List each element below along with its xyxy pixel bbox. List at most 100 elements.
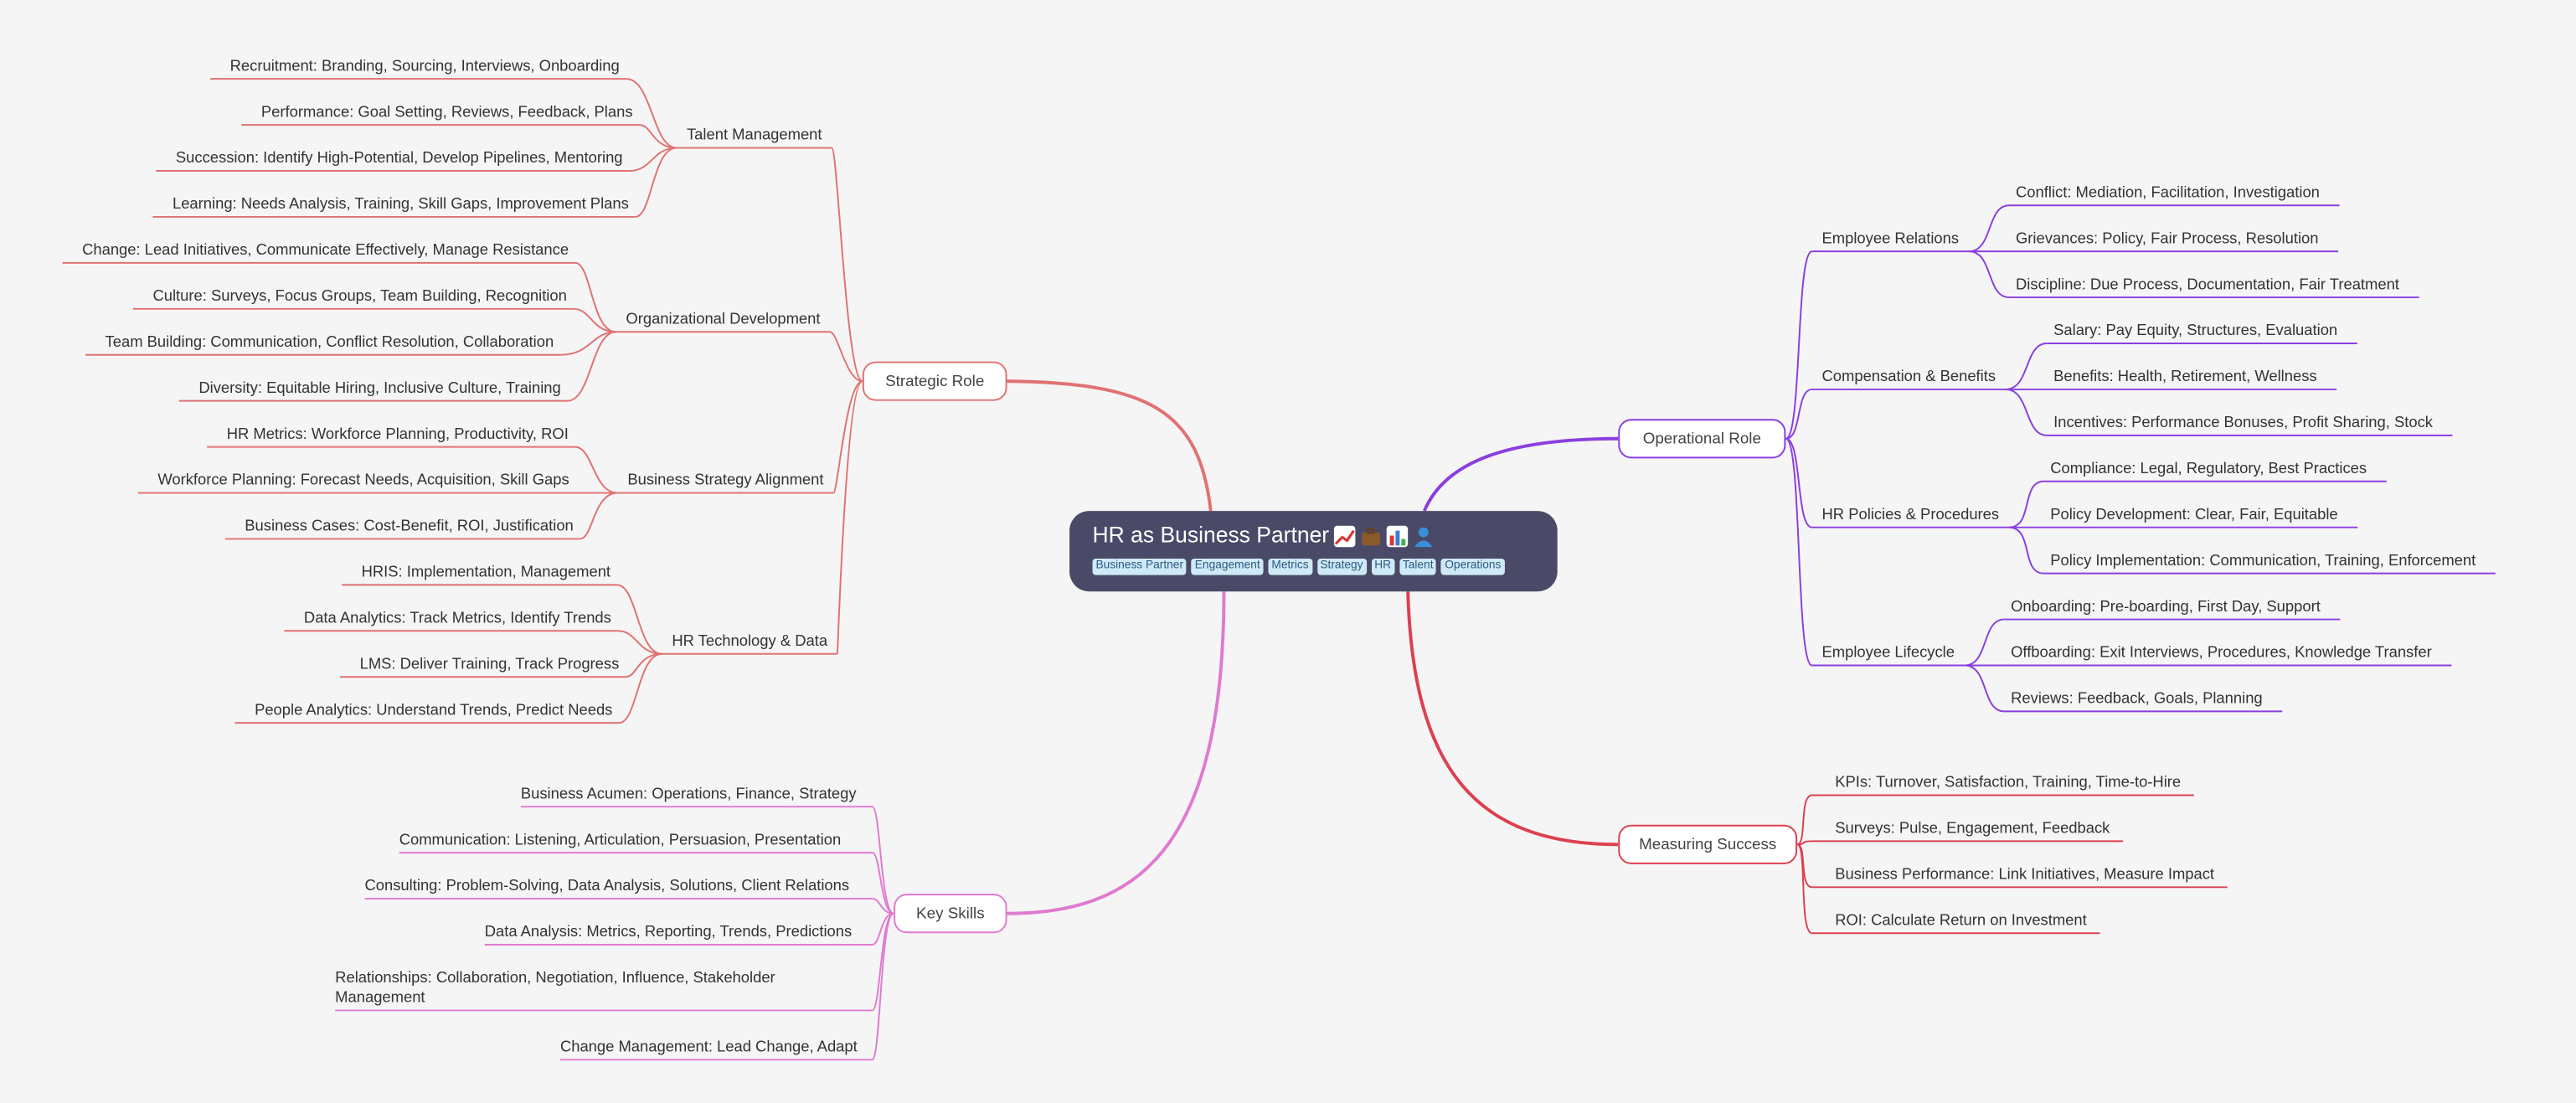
leaf-diversity[interactable]: Diversity: Equitable Hiring, Inclusive C… [198, 378, 561, 396]
subnode-talent-management-link [831, 147, 863, 383]
leaf-roi[interactable]: ROI: Calculate Return on Investment [1835, 910, 2087, 929]
briefcase-icon [1360, 525, 1382, 547]
node-label: Strategic Role [885, 372, 985, 390]
leaf-learning[interactable]: Learning: Needs Analysis, Training, Skil… [172, 193, 629, 213]
leaf-business-performance[interactable]: Business Performance: Link Initiatives, … [1835, 863, 2215, 883]
subnode-talent-management[interactable]: Talent Management [686, 125, 822, 143]
leaf-business-acumen[interactable]: Business Acumen: Operations, Finance, St… [520, 783, 857, 802]
leaf-business-cases[interactable]: Business Cases: Cost-Benefit, ROI, Justi… [245, 515, 574, 534]
subnode-organizational-development[interactable]: Organizational Development [626, 308, 821, 327]
leaf-consulting[interactable]: Consulting: Problem-Solving, Data Analys… [364, 875, 850, 894]
leaf-succession[interactable]: Succession: Identify High-Potential, Dev… [175, 147, 623, 167]
root-title: HR as Business Partner [1092, 522, 1330, 548]
subnode-compensation-benefits[interactable]: Compensation & Benefits [1821, 366, 1996, 385]
leaf-kpis-link [1796, 794, 1813, 846]
leaf-change-management[interactable]: Change Management: Lead Change, Adapt [559, 1036, 858, 1055]
leaf-lms[interactable]: LMS: Deliver Training, Track Progress [359, 653, 620, 673]
tag-talent[interactable]: Talent [1399, 558, 1437, 575]
leaf-onboarding[interactable]: Onboarding: Pre-boarding, First Day, Sup… [2011, 596, 2321, 615]
leaf-workforce-planning[interactable]: Workforce Planning: Forecast Needs, Acqu… [157, 470, 569, 488]
connector-strategic [1007, 379, 1213, 512]
subnode-hr-policies[interactable]: HR Policies & Procedures [1821, 504, 2000, 523]
tag-strategy[interactable]: Strategy [1316, 558, 1367, 575]
subnode-business-strategy-alignment[interactable]: Business Strategy Alignment [627, 470, 824, 488]
leaf-change[interactable]: Change: Lead Initiatives, Communicate Ef… [82, 240, 569, 258]
leaf-diversity-link [567, 331, 616, 402]
tag-hr[interactable]: HR [1371, 558, 1395, 575]
leaf-policy-implementation-link [2008, 526, 2044, 575]
leaf-reviews[interactable]: Reviews: Feedback, Goals, Planning [2011, 688, 2263, 707]
leaf-recruitment-link [626, 78, 677, 149]
leaf-salary[interactable]: Salary: Pay Equity, Structures, Evaluati… [2053, 320, 2338, 339]
leaf-people-analytics[interactable]: People Analytics: Understand Trends, Pre… [255, 699, 613, 719]
leaf-conflict[interactable]: Conflict: Mediation, Facilitation, Inves… [2016, 182, 2320, 201]
leaf-policy-implementation[interactable]: Policy Implementation: Communication, Tr… [2050, 550, 2476, 569]
leaf-hris[interactable]: HRIS: Implementation, Management [361, 561, 611, 580]
subnode-employee-relations[interactable]: Employee Relations [1821, 228, 1960, 247]
tag-engagement[interactable]: Engagement [1191, 558, 1264, 575]
leaf-compliance[interactable]: Compliance: Legal, Regulatory, Best Prac… [2050, 458, 2367, 477]
leaf-performance-link [639, 124, 677, 149]
node-measuring-success[interactable]: Measuring Success [1618, 824, 1798, 864]
leaf-incentives-link [2005, 388, 2048, 436]
leaf-consulting-link [872, 898, 894, 915]
leaf-offboarding[interactable]: Offboarding: Exit Interviews, Procedures… [2011, 642, 2432, 661]
bar-chart-icon [1386, 524, 1409, 547]
subnode-compensation-benefits-link [1785, 388, 1813, 440]
leaf-compliance-link [2008, 480, 2044, 528]
subnode-employee-relations-link [1785, 250, 1813, 440]
connector-keyskills [1007, 591, 1226, 915]
tag-metrics[interactable]: Metrics [1268, 558, 1312, 575]
leaf-culture-link [573, 307, 616, 333]
leaf-reviews-link [1964, 664, 2005, 713]
leaf-surveys[interactable]: Surveys: Pulse, Engagement, Feedback [1835, 817, 2110, 837]
root-node[interactable]: HR as Business Partner Business Partner … [1069, 511, 1558, 592]
node-key-skills[interactable]: Key Skills [894, 894, 1007, 934]
leaf-change-management-link [871, 912, 895, 1061]
leaf-data-analysis[interactable]: Data Analysis: Metrics, Reporting, Trend… [484, 921, 853, 941]
leaf-data-analytics-link [617, 630, 662, 655]
subnode-organizational-development-link [829, 331, 863, 383]
leaf-grievances[interactable]: Grievances: Policy, Fair Process, Resolu… [2016, 228, 2319, 247]
leaf-data-analytics[interactable]: Data Analytics: Track Metrics, Identify … [303, 607, 611, 626]
node-operational-role[interactable]: Operational Role [1618, 419, 1786, 459]
leaf-performance[interactable]: Performance: Goal Setting, Reviews, Feed… [260, 101, 633, 121]
leaf-kpis[interactable]: KPIs: Turnover, Satisfaction, Training, … [1835, 771, 2182, 791]
person-icon [1413, 525, 1435, 547]
subnode-employee-lifecycle-link [1785, 437, 1813, 667]
node-label: Operational Role [1642, 429, 1761, 448]
connector-operational [1422, 436, 1619, 512]
leaf-relationships[interactable]: Relationships: Collaboration, Negotiatio… [335, 967, 775, 1006]
leaf-lms-link [625, 652, 662, 678]
leaf-policy-development[interactable]: Policy Development: Clear, Fair, Equitab… [2050, 504, 2338, 523]
tag-operations[interactable]: Operations [1441, 558, 1505, 575]
chart-increasing-icon [1334, 524, 1356, 547]
tag-business-partner[interactable]: Business Partner [1092, 558, 1187, 575]
subnode-hr-policies-link [1785, 437, 1813, 528]
leaf-business-cases-link [580, 492, 618, 540]
subnode-hr-technology[interactable]: HR Technology & Data [672, 631, 828, 649]
leaf-team-building[interactable]: Team Building: Communication, Conflict R… [105, 332, 554, 350]
leaf-conflict-link [1968, 204, 2010, 253]
node-strategic-role[interactable]: Strategic Role [862, 361, 1007, 401]
leaf-incentives[interactable]: Incentives: Performance Bonuses, Profit … [2053, 412, 2433, 430]
leaf-discipline-link [1968, 250, 2010, 299]
leaf-hris-link [616, 584, 662, 655]
leaf-salary-link [2005, 343, 2048, 390]
leaf-hr-metrics-link [574, 446, 618, 494]
leaf-communication[interactable]: Communication: Listening, Articulation, … [399, 829, 842, 848]
leaf-people-analytics-link [618, 652, 662, 724]
leaf-hr-metrics[interactable]: HR Metrics: Workforce Planning, Producti… [226, 424, 569, 442]
leaf-onboarding-link [1964, 618, 2005, 667]
leaf-roi-link [1796, 843, 1813, 935]
leaf-discipline[interactable]: Discipline: Due Process, Documentation, … [2016, 274, 2399, 293]
leaf-succession-link [629, 147, 677, 172]
node-label: Measuring Success [1639, 835, 1777, 854]
subnode-employee-lifecycle[interactable]: Employee Lifecycle [1821, 642, 1955, 661]
leaf-recruitment[interactable]: Recruitment: Branding, Sourcing, Intervi… [229, 55, 620, 75]
leaf-team-building-link [560, 331, 616, 356]
leaf-culture[interactable]: Culture: Surveys, Focus Groups, Team Bui… [152, 286, 567, 304]
subnode-business-strategy-alignment-link [832, 380, 863, 494]
leaf-benefits[interactable]: Benefits: Health, Retirement, Wellness [2053, 366, 2317, 385]
